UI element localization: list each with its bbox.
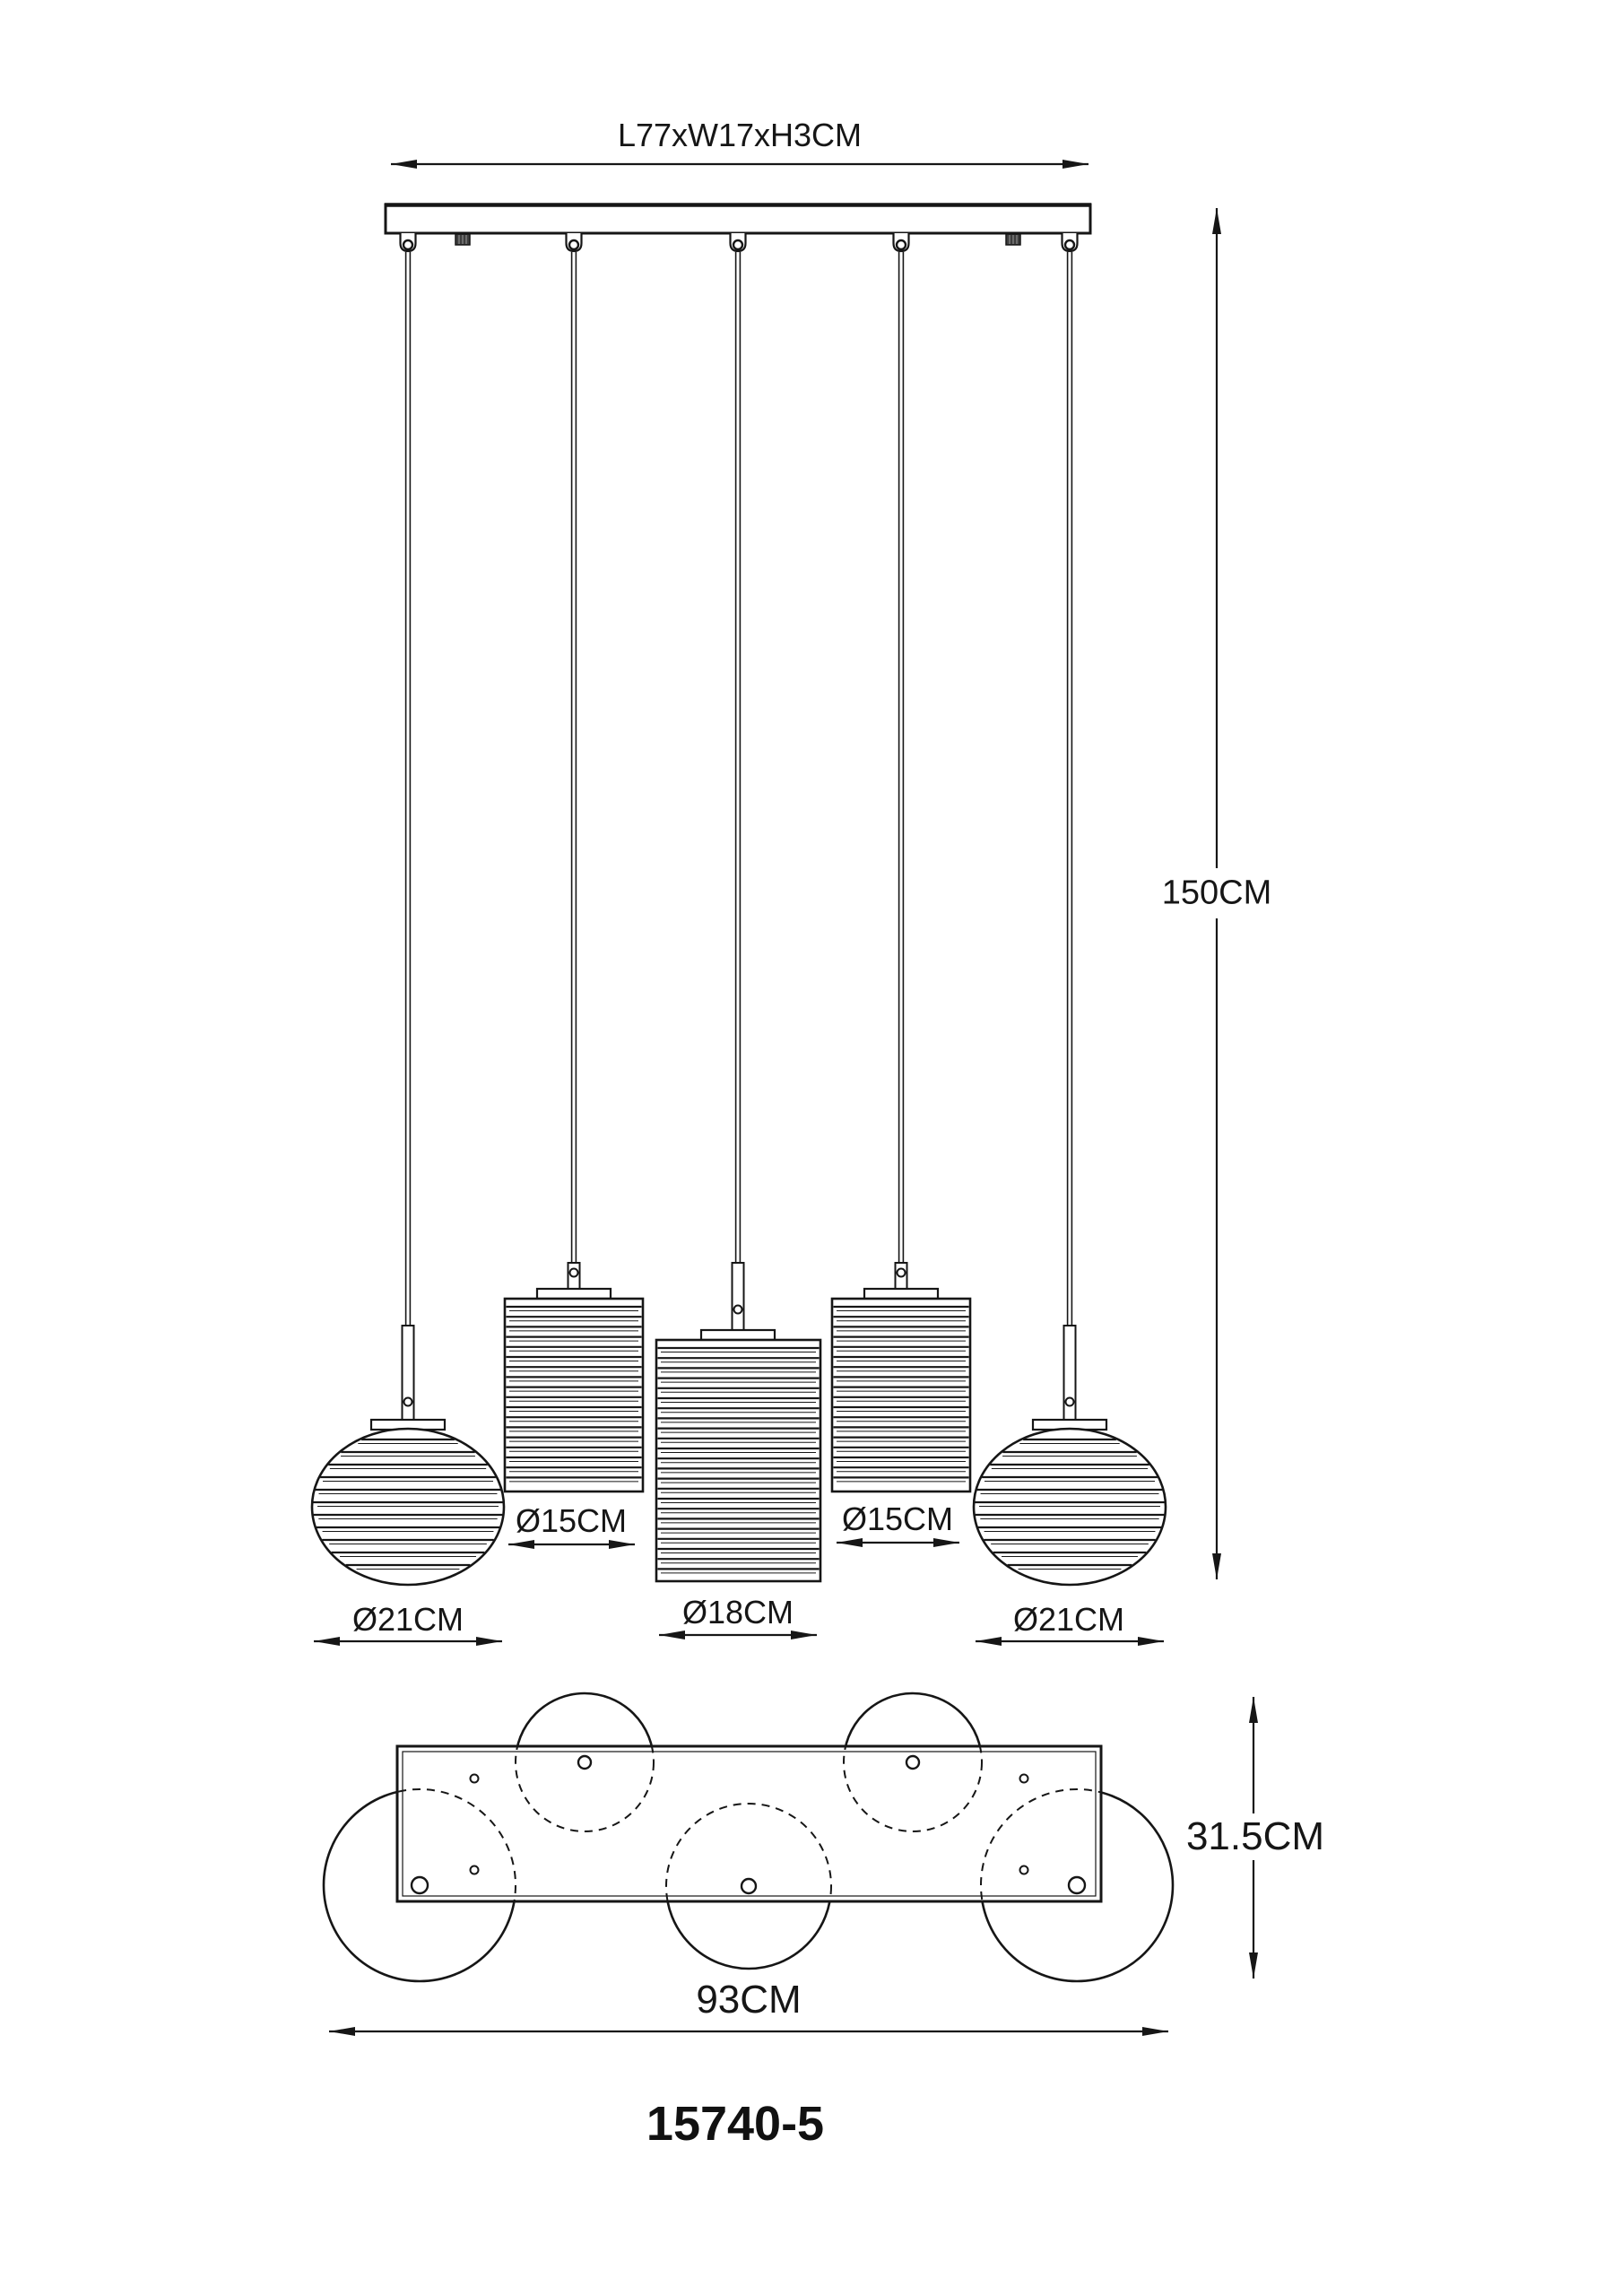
canopy-dimension-label: L77xW17xH3CM — [617, 117, 863, 153]
diameter-label-center: Ø18CM — [681, 1594, 794, 1631]
footprint-width-label: 93CM — [696, 1978, 802, 2022]
diameter-dimension-lines — [314, 1538, 1164, 1646]
suspension-cords — [404, 252, 1073, 1326]
shade-inner-right-cylinder — [830, 1287, 972, 1493]
diameter-label-outer-left: Ø21CM — [351, 1601, 464, 1638]
diameter-label-outer-right: Ø21CM — [1012, 1601, 1125, 1638]
cord-hangers — [399, 233, 1079, 253]
diameter-label-inner-left: Ø15CM — [515, 1502, 628, 1539]
ceiling-canopy — [384, 203, 1092, 235]
shade-inner-left-cylinder — [503, 1287, 645, 1493]
cord-holes — [410, 1754, 1087, 1895]
footprint-depth-label: 31.5CM — [1185, 1814, 1325, 1858]
shade-outer-right-sphere — [972, 1418, 1167, 1587]
shade-outlines-visible — [322, 1692, 1175, 1983]
shade-center-cylinder — [655, 1328, 822, 1583]
drop-length-label: 150CM — [1161, 874, 1272, 912]
model-number: 15740-5 — [646, 2097, 825, 2151]
cable-gland-knob-left — [455, 233, 471, 246]
side-view — [310, 160, 1221, 1646]
shade-outer-left-sphere — [310, 1418, 506, 1587]
top-view — [322, 1692, 1258, 2036]
screw-holes — [469, 1773, 1029, 1875]
diameter-label-inner-right: Ø15CM — [841, 1500, 954, 1537]
cable-gland-knob-right — [1005, 233, 1021, 246]
